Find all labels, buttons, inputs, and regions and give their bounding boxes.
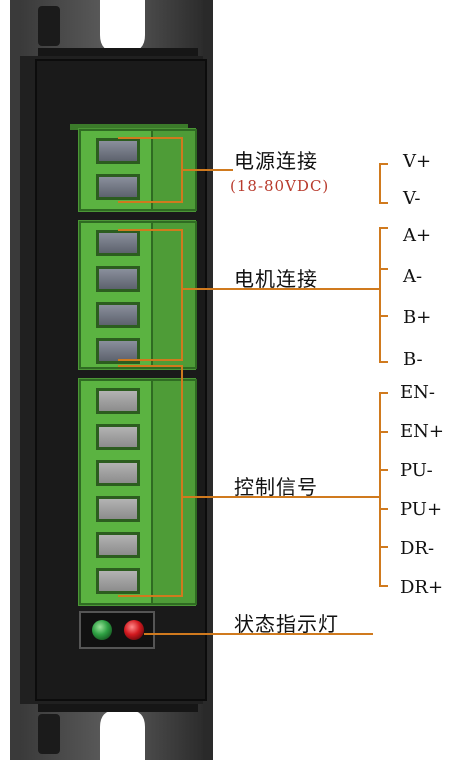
pin-label-v-plus: V+ — [403, 151, 432, 172]
power-terminal-block — [70, 124, 197, 212]
pin-label-en-minus: EN- — [400, 382, 435, 403]
status-led-label: 状态指示灯 — [234, 612, 339, 636]
power-connection-label: 电源连接 — [234, 149, 318, 173]
pin-label-a-minus: A- — [403, 266, 423, 287]
led-green — [92, 620, 112, 640]
control-signal-label: 控制信号 — [234, 475, 318, 499]
power-voltage-range: (18-80VDC) — [230, 177, 330, 195]
pin-label-pu-minus: PU- — [400, 460, 433, 481]
motor-connection-label: 电机连接 — [234, 267, 318, 291]
pin-label-en-plus: EN+ — [400, 421, 444, 442]
led-red — [124, 620, 144, 640]
pin-label-b-minus: B- — [403, 349, 423, 370]
control-terminal-block — [78, 378, 197, 606]
pin-label-a-plus: A+ — [403, 225, 432, 246]
pin-label-pu-plus: PU+ — [400, 499, 443, 520]
pin-label-b-plus: B+ — [403, 307, 432, 328]
pin-label-v-minus: V- — [403, 188, 421, 209]
pin-label-dr-plus: DR+ — [400, 577, 444, 598]
pin-label-dr-minus: DR- — [400, 538, 435, 559]
motor-terminal-block — [78, 220, 197, 370]
